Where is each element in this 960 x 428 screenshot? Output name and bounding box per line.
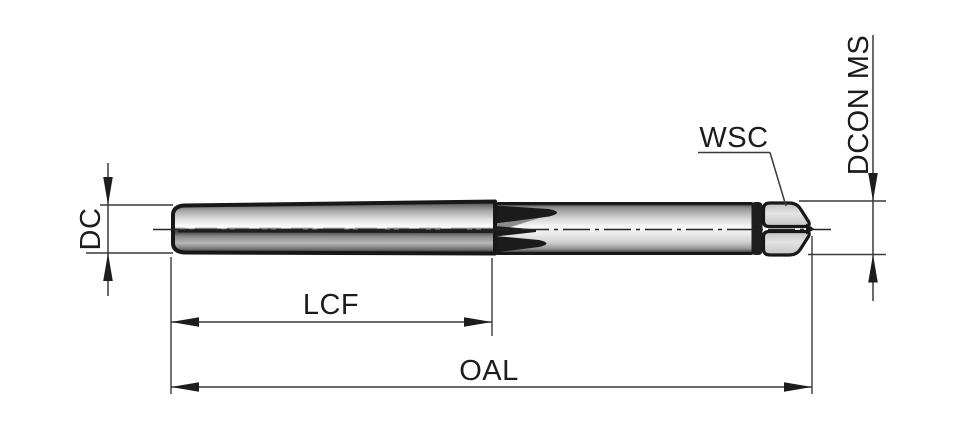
flute-edge-line: [177, 229, 495, 233]
dc-label: DC: [75, 208, 107, 251]
square-facet-top: [761, 201, 811, 229]
oal-arrow-right: [784, 382, 812, 392]
dcon-arrow-down: [868, 173, 878, 201]
flute-wedge-bottom: [495, 236, 547, 253]
dcon-ms-label: DCON MS: [843, 35, 875, 175]
oal-label: OAL: [459, 355, 519, 387]
lcf-arrow-left: [171, 317, 199, 327]
reamer-fluted-body: [171, 199, 497, 256]
oal-dimension: OAL: [171, 355, 812, 392]
flute-wedge-top: [495, 205, 557, 224]
oal-arrow-left: [171, 382, 199, 392]
wsc-label: WSC: [699, 122, 768, 154]
flute-center-taper: [495, 226, 536, 237]
lcf-dimension: LCF: [171, 289, 492, 327]
flute-runout: [495, 205, 557, 253]
dc-dimension: DC: [75, 163, 113, 296]
lcf-arrow-right: [464, 317, 492, 327]
dc-arrow-up: [103, 253, 113, 281]
dc-arrow-down: [103, 177, 113, 205]
wsc-callout: WSC: [698, 122, 787, 207]
square-left-chamfer: [751, 202, 763, 255]
square-facet-bottom: [761, 229, 811, 257]
wsc-leader-line: [769, 152, 787, 207]
extension-lines: [86, 200, 886, 394]
dcon-dimension: DCON MS: [843, 35, 878, 301]
dcon-arrow-up: [868, 254, 878, 283]
lcf-label: LCF: [303, 289, 359, 321]
square-drive-end: [751, 201, 815, 257]
